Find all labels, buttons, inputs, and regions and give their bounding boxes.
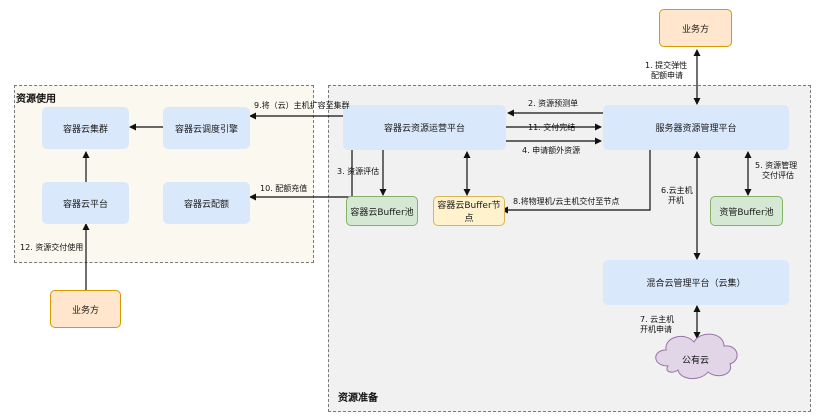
business-party-top[interactable]: 业务方 bbox=[659, 9, 732, 47]
label-4: 4. 申请额外资源 bbox=[522, 146, 581, 155]
label-9: 9.将（云）主机扩容至集群 bbox=[254, 101, 350, 110]
public-cloud-label[interactable]: 公有云 bbox=[682, 356, 710, 366]
server-resource-mgmt-platform[interactable]: 服务器资源管理平台 bbox=[603, 105, 789, 150]
label-7-line2: 开机申请 bbox=[640, 325, 672, 334]
container-cloud-quota[interactable]: 容器云配额 bbox=[163, 182, 250, 224]
label-12: 12. 资源交付使用 bbox=[20, 243, 84, 252]
label-5-line2: 交付评估 bbox=[762, 171, 794, 180]
container-cloud-cluster[interactable]: 容器云集群 bbox=[42, 107, 129, 149]
label-1-line2: 配额申请 bbox=[651, 71, 683, 80]
resource-usage-title: 资源使用 bbox=[16, 94, 56, 105]
label-7-line1: 7. 云主机 bbox=[640, 315, 675, 324]
label-5-line1: 5. 资源管理 bbox=[755, 161, 798, 170]
container-cloud-platform[interactable]: 容器云平台 bbox=[42, 182, 129, 224]
label-2: 2. 资源预测单 bbox=[528, 99, 579, 108]
container-cloud-buffer-pool[interactable]: 容器云Buffer池 bbox=[346, 196, 418, 226]
label-8: 8.将物理机/云主机交付至节点 bbox=[513, 197, 620, 206]
label-6-line2: 开机 bbox=[668, 196, 684, 205]
label-10: 10. 配额充值 bbox=[260, 184, 308, 193]
resource-prepare-title: 资源准备 bbox=[338, 393, 378, 404]
label-6-line1: 6.云主机 bbox=[661, 186, 693, 195]
container-cloud-scheduler[interactable]: 容器云调度引擎 bbox=[163, 107, 250, 149]
label-11: 11. 交付完结 bbox=[528, 123, 576, 132]
mgmt-buffer-pool[interactable]: 资管Buffer池 bbox=[710, 196, 783, 226]
container-cloud-buffer-node[interactable]: 容器云Buffer节点 bbox=[433, 196, 505, 226]
edge-8 bbox=[501, 150, 651, 214]
label-3: 3. 资源评估 bbox=[337, 167, 380, 176]
business-party-bottom[interactable]: 业务方 bbox=[50, 290, 121, 328]
container-cloud-ops-platform[interactable]: 容器云资源运营平台 bbox=[343, 105, 506, 150]
label-1-line1: 1. 提交弹性 bbox=[645, 61, 688, 70]
hybrid-cloud-mgmt-platform[interactable]: 混合云管理平台（云集） bbox=[603, 260, 789, 305]
public-cloud-shape bbox=[655, 333, 738, 379]
